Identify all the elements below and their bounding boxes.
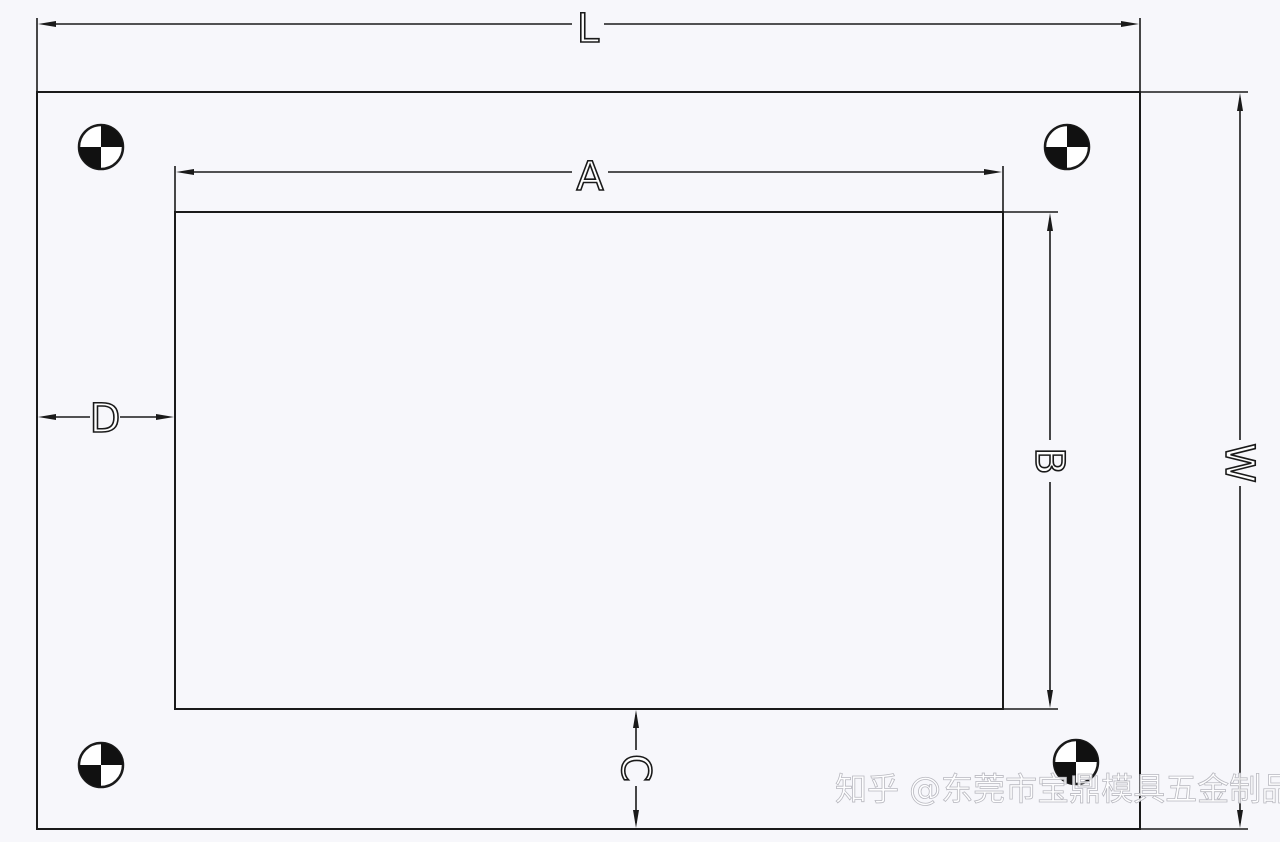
dimension-l: L (36, 5, 1141, 92)
dimension-label-b: B (1026, 447, 1072, 474)
dimension-w: W (1140, 91, 1263, 830)
fiducial-mark-icon (77, 741, 125, 789)
dimension-label-l: L (577, 6, 600, 52)
fiducial-mark-icon (1052, 738, 1100, 786)
dimension-b: B (1003, 211, 1073, 710)
dimension-label-w: W (1216, 443, 1262, 483)
dimension-c: C (611, 710, 659, 828)
dimension-a: A (174, 153, 1004, 212)
watermark-text: 知乎 @东莞市宝鼎模具五金制品 (835, 770, 1280, 808)
fiducial-mark-icon (77, 123, 125, 171)
dimension-label-d: D (90, 396, 121, 442)
inner-aperture (174, 211, 1004, 710)
dimension-d: D (38, 395, 174, 443)
outer-frame (36, 91, 1141, 830)
dimension-label-a: A (576, 154, 604, 200)
fiducial-mark-icon (1043, 123, 1091, 171)
dimension-label-c: C (612, 754, 658, 782)
